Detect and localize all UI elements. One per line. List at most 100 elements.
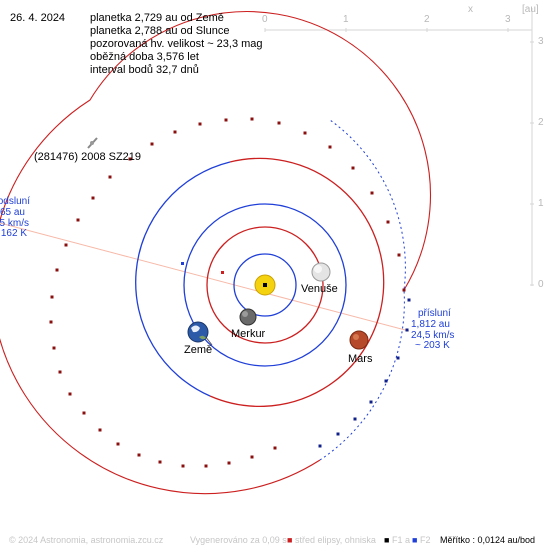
axes bbox=[264, 8, 534, 286]
orbit-point-near-14 bbox=[108, 175, 112, 179]
focus-f2-marker bbox=[181, 262, 184, 265]
orbit-point-near-2 bbox=[386, 220, 390, 224]
footer-copyright: © 2024 Astronomia, astronomia.zcu.cz bbox=[9, 535, 164, 545]
aphelion-distance: 3,765 au bbox=[0, 207, 25, 218]
orbit-point-far-0 bbox=[407, 298, 411, 302]
info-earth-distance: planetka 2,729 au od Země bbox=[90, 12, 224, 24]
orbit-point-near-22 bbox=[58, 370, 62, 374]
orbit-point-near-27 bbox=[137, 453, 141, 457]
mars-planet bbox=[349, 330, 369, 350]
orbit-point-near-21 bbox=[52, 346, 56, 350]
orbit-point-near-19 bbox=[50, 295, 54, 299]
y-tick-2: 2 bbox=[538, 117, 544, 128]
asteroid-orbit-blue bbox=[319, 119, 406, 461]
venus-planet bbox=[311, 262, 331, 282]
orbit-point-near-28 bbox=[158, 460, 162, 464]
asteroid-orbit bbox=[0, 10, 432, 495]
orbit-point-near-6 bbox=[303, 131, 307, 135]
orbit-point-near-3 bbox=[370, 191, 374, 195]
orbit-point-far-5 bbox=[353, 417, 357, 421]
perihelion-title: přísluní bbox=[418, 308, 451, 319]
venus-label: Venuše bbox=[301, 283, 338, 295]
y-tick-0: 0 bbox=[538, 279, 544, 290]
orbit-point-far-4 bbox=[369, 400, 373, 404]
orbit-point-near-26 bbox=[116, 442, 120, 446]
perihelion-speed: 24,5 km/s bbox=[411, 330, 455, 341]
legend-f1-marker: ■ bbox=[384, 535, 390, 545]
asteroid-orbit-red bbox=[0, 10, 432, 495]
mercury-orbit bbox=[233, 253, 297, 317]
orbit-point-far-3 bbox=[384, 379, 388, 383]
legend-focus-1: ■ F1 a bbox=[384, 535, 410, 545]
apsis-line bbox=[0, 222, 410, 332]
planet-orbits bbox=[135, 157, 385, 407]
info-sun-distance: planetka 2,788 au od Slunce bbox=[90, 25, 230, 37]
orbit-point-near-11 bbox=[173, 130, 177, 134]
x-axis-label: x bbox=[468, 4, 473, 15]
orbit-point-near-29 bbox=[181, 464, 185, 468]
orbit-point-near-7 bbox=[277, 121, 281, 125]
orbit-point-near-24 bbox=[82, 411, 86, 415]
earth-orbit bbox=[183, 203, 347, 367]
ellipse-center-marker bbox=[221, 271, 224, 274]
earth-planet bbox=[187, 321, 209, 343]
perihelion-distance: 1,812 au bbox=[411, 319, 450, 330]
aphelion-speed: 16,5 km/s bbox=[0, 218, 29, 229]
asteroid-current-position bbox=[87, 137, 98, 149]
orbit-point-near-13 bbox=[128, 157, 132, 161]
orbit-point-near-17 bbox=[64, 243, 68, 247]
info-period: oběžná doba 3,576 let bbox=[90, 51, 199, 63]
x-tick-2: 2 bbox=[424, 14, 430, 25]
perihelion-temperature: ~ 203 K bbox=[415, 340, 450, 351]
legend-center-marker: ■ bbox=[287, 535, 293, 545]
info-point-interval: interval bodů 32,7 dnů bbox=[90, 64, 199, 76]
sun bbox=[254, 274, 276, 296]
mercury-label: Merkur bbox=[231, 328, 266, 340]
earth-label: Země bbox=[184, 344, 213, 356]
orbit-point-near-20 bbox=[49, 320, 53, 324]
aphelion-temperature: ~ 162 K bbox=[0, 228, 27, 239]
orbit-point-near-9 bbox=[224, 118, 228, 122]
mars-orbit-far bbox=[135, 161, 231, 397]
orbit-point-far-7 bbox=[318, 444, 322, 448]
x-tick-0: 0 bbox=[262, 14, 268, 25]
legend-focus-2: ■ F2 bbox=[412, 535, 430, 545]
orbit-point-near-32 bbox=[250, 455, 254, 459]
y-tick-1: 1 bbox=[538, 198, 544, 209]
legend-center-label: střed elipsy, ohniska bbox=[294, 535, 376, 545]
mercury-planet bbox=[239, 308, 257, 326]
orbit-point-near-18 bbox=[55, 268, 59, 272]
orbit-point-near-16 bbox=[76, 218, 80, 222]
orbit-point-near-5 bbox=[328, 145, 332, 149]
axis-unit-label: [au] bbox=[522, 4, 539, 15]
orbit-point-near-12 bbox=[150, 142, 154, 146]
orbit-point-near-23 bbox=[68, 392, 72, 396]
orbit-point-near-8 bbox=[250, 117, 254, 121]
asteroid-position-markers bbox=[49, 117, 411, 468]
orbit-point-near-0 bbox=[402, 288, 406, 292]
aphelion-title: odsluní bbox=[0, 196, 30, 207]
orbit-point-near-33 bbox=[273, 446, 277, 450]
legend-f1-label: F1 a bbox=[391, 535, 410, 545]
orbit-point-near-10 bbox=[198, 122, 202, 126]
footer-scale: Měřítko : 0,0124 au/bod bbox=[440, 535, 536, 545]
mars-label: Mars bbox=[348, 353, 373, 365]
orbit-point-far-6 bbox=[336, 432, 340, 436]
asteroid-name-label: (281476) 2008 SZ219 bbox=[34, 151, 142, 163]
orbit-point-near-31 bbox=[227, 461, 231, 465]
x-tick-3: 3 bbox=[505, 14, 511, 25]
orbit-point-far-2 bbox=[396, 356, 400, 360]
legend-center: ■ střed elipsy, ohniska bbox=[287, 535, 376, 545]
orbit-point-near-25 bbox=[98, 428, 102, 432]
orbit-point-near-15 bbox=[91, 196, 95, 200]
y-tick-3: 3 bbox=[538, 36, 544, 47]
orbit-point-near-4 bbox=[351, 166, 355, 170]
orbit-point-far-1 bbox=[405, 328, 409, 332]
legend-f2-marker: ■ bbox=[412, 535, 418, 545]
date-label: 26. 4. 2024 bbox=[10, 12, 66, 24]
venus-orbit bbox=[206, 226, 324, 344]
orbit-point-near-1 bbox=[397, 253, 401, 257]
footer-generation-time: Vygenerováno za 0,09 s bbox=[190, 535, 287, 545]
info-magnitude: pozorovaná hv. velikost ~ 23,3 mag bbox=[90, 38, 263, 50]
